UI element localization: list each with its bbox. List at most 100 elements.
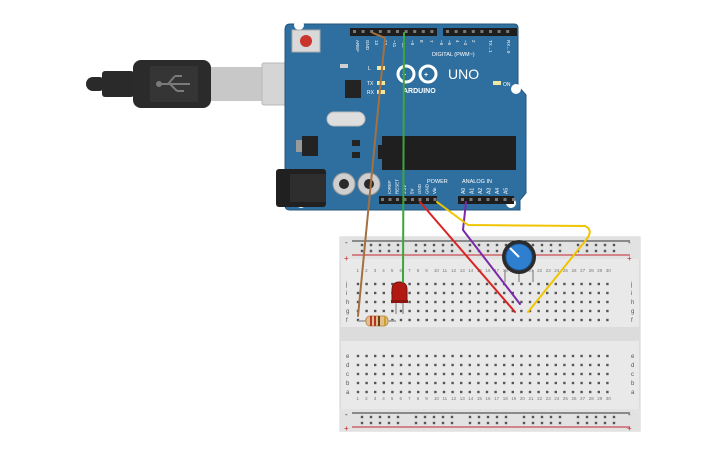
- breadboard-hole[interactable]: [511, 318, 514, 322]
- breadboard-hole[interactable]: [417, 282, 420, 286]
- breadboard-hole[interactable]: [571, 291, 575, 295]
- breadboard-hole[interactable]: [396, 415, 400, 419]
- breadboard-hole[interactable]: [503, 300, 506, 304]
- breadboard-hole[interactable]: [468, 415, 472, 419]
- breadboard-hole[interactable]: [434, 354, 437, 358]
- breadboard-hole[interactable]: [571, 309, 575, 313]
- breadboard-hole[interactable]: [520, 363, 523, 367]
- breadboard-hole[interactable]: [432, 415, 436, 419]
- breadboard-hole[interactable]: [485, 300, 489, 304]
- breadboard-hole[interactable]: [391, 372, 394, 376]
- breadboard-hole[interactable]: [423, 421, 427, 425]
- breadboard-hole[interactable]: [606, 390, 609, 394]
- breadboard-hole[interactable]: [451, 300, 454, 304]
- breadboard-hole[interactable]: [546, 282, 549, 286]
- breadboard-hole[interactable]: [442, 291, 446, 295]
- breadboard-hole[interactable]: [441, 421, 445, 425]
- header-pin[interactable]: [370, 30, 374, 33]
- breadboard-hole[interactable]: [571, 390, 575, 394]
- breadboard-hole[interactable]: [511, 363, 514, 367]
- breadboard-hole[interactable]: [563, 381, 566, 385]
- breadboard-hole[interactable]: [594, 421, 598, 425]
- header-pin[interactable]: [495, 198, 498, 201]
- breadboard-hole[interactable]: [391, 282, 394, 286]
- breadboard-hole[interactable]: [537, 318, 540, 322]
- breadboard-hole[interactable]: [468, 309, 471, 313]
- breadboard-hole[interactable]: [540, 421, 544, 425]
- breadboard-hole[interactable]: [576, 243, 580, 247]
- breadboard-hole[interactable]: [563, 363, 566, 367]
- breadboard-hole[interactable]: [460, 390, 463, 394]
- breadboard-hole[interactable]: [612, 421, 616, 425]
- breadboard-hole[interactable]: [477, 309, 480, 313]
- breadboard-hole[interactable]: [399, 390, 403, 394]
- breadboard-hole[interactable]: [540, 249, 544, 253]
- breadboard-hole[interactable]: [408, 363, 411, 367]
- breadboard-hole[interactable]: [374, 372, 377, 376]
- breadboard-hole[interactable]: [382, 372, 385, 376]
- breadboard-hole[interactable]: [408, 291, 411, 295]
- breadboard-hole[interactable]: [594, 249, 598, 253]
- breadboard-hole[interactable]: [460, 354, 463, 358]
- breadboard-hole[interactable]: [460, 381, 463, 385]
- breadboard-hole[interactable]: [585, 249, 589, 253]
- breadboard-hole[interactable]: [495, 415, 499, 419]
- breadboard-hole[interactable]: [571, 363, 575, 367]
- header-pin[interactable]: [361, 30, 365, 33]
- breadboard-hole[interactable]: [597, 300, 600, 304]
- breadboard-hole[interactable]: [414, 415, 418, 419]
- breadboard-hole[interactable]: [554, 354, 557, 358]
- breadboard-hole[interactable]: [441, 243, 445, 247]
- breadboard-hole[interactable]: [442, 300, 446, 304]
- breadboard-hole[interactable]: [563, 372, 566, 376]
- breadboard-hole[interactable]: [425, 363, 428, 367]
- breadboard-hole[interactable]: [356, 354, 360, 358]
- breadboard-hole[interactable]: [378, 243, 382, 247]
- breadboard-hole[interactable]: [571, 318, 575, 322]
- breadboard-hole[interactable]: [603, 249, 607, 253]
- breadboard-hole[interactable]: [554, 390, 557, 394]
- header-pin[interactable]: [421, 30, 425, 33]
- breadboard-hole[interactable]: [503, 309, 506, 313]
- breadboard-hole[interactable]: [563, 282, 566, 286]
- breadboard-hole[interactable]: [563, 354, 566, 358]
- breadboard-hole[interactable]: [434, 363, 437, 367]
- header-pin[interactable]: [418, 198, 422, 201]
- breadboard-hole[interactable]: [580, 300, 583, 304]
- header-pin[interactable]: [478, 198, 481, 201]
- breadboard-hole[interactable]: [485, 354, 489, 358]
- breadboard-hole[interactable]: [468, 282, 471, 286]
- breadboard-hole[interactable]: [432, 421, 436, 425]
- breadboard-hole[interactable]: [494, 291, 497, 295]
- breadboard-hole[interactable]: [414, 421, 418, 425]
- breadboard-hole[interactable]: [360, 421, 364, 425]
- breadboard-hole[interactable]: [423, 243, 427, 247]
- breadboard-hole[interactable]: [511, 372, 514, 376]
- breadboard-hole[interactable]: [468, 354, 471, 358]
- header-pin[interactable]: [512, 198, 515, 201]
- breadboard-hole[interactable]: [503, 390, 506, 394]
- breadboard-hole[interactable]: [485, 318, 489, 322]
- breadboard-hole[interactable]: [460, 318, 463, 322]
- breadboard-hole[interactable]: [425, 282, 428, 286]
- breadboard-hole[interactable]: [356, 372, 360, 376]
- breadboard-hole[interactable]: [537, 363, 540, 367]
- breadboard-hole[interactable]: [477, 415, 481, 419]
- breadboard-hole[interactable]: [494, 318, 497, 322]
- breadboard-hole[interactable]: [589, 363, 592, 367]
- breadboard-hole[interactable]: [546, 300, 549, 304]
- breadboard-hole[interactable]: [495, 243, 499, 247]
- breadboard-hole[interactable]: [571, 372, 575, 376]
- breadboard-hole[interactable]: [528, 363, 532, 367]
- breadboard-hole[interactable]: [522, 415, 526, 419]
- breadboard-hole[interactable]: [520, 318, 523, 322]
- breadboard-hole[interactable]: [597, 381, 600, 385]
- breadboard-hole[interactable]: [378, 421, 382, 425]
- breadboard-hole[interactable]: [486, 415, 490, 419]
- breadboard-hole[interactable]: [369, 249, 373, 253]
- breadboard-hole[interactable]: [365, 291, 368, 295]
- breadboard-hole[interactable]: [477, 243, 481, 247]
- breadboard-hole[interactable]: [594, 243, 598, 247]
- breadboard-hole[interactable]: [399, 372, 403, 376]
- breadboard-hole[interactable]: [391, 354, 394, 358]
